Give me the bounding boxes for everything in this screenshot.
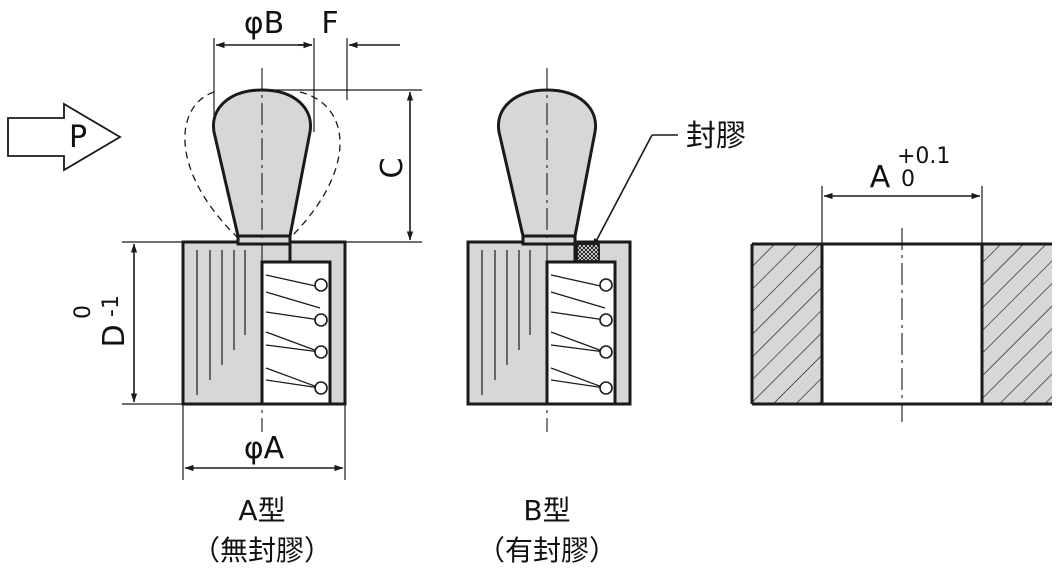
dim-a-hole-label: A	[870, 160, 891, 195]
force-label: P	[69, 120, 87, 155]
hole-wall-left	[752, 244, 822, 404]
spring	[265, 274, 328, 395]
dim-d-lower: -1	[99, 295, 124, 317]
spring-b	[550, 274, 613, 395]
force-arrow: P	[7, 102, 122, 172]
caption-type-b: B型	[523, 494, 570, 527]
caption-type-a-note: （無封膠）	[192, 534, 332, 567]
dim-c-label: C	[375, 158, 410, 179]
type-a-plunger	[181, 68, 347, 432]
neck-b	[521, 234, 577, 246]
dim-d-label: D	[97, 324, 132, 347]
knob-b	[497, 88, 597, 238]
dim-f-label: F	[321, 6, 338, 41]
dim-a: φA	[182, 404, 346, 480]
tilt-outline-right	[289, 91, 341, 239]
tol-lower: 0	[901, 167, 915, 192]
tol-upper: +0.1	[897, 144, 950, 169]
seal-leader: 封膠	[592, 119, 746, 248]
seal-label: 封膠	[686, 119, 746, 154]
seal-ring	[576, 243, 600, 262]
hole-wall-right	[982, 244, 1052, 404]
dim-d: D 0 -1	[71, 241, 183, 405]
knurl-lines-b	[481, 250, 531, 395]
dim-a-label: φA	[244, 431, 285, 466]
caption-type-a: A型	[238, 494, 285, 527]
dim-b-label: φB	[244, 6, 284, 41]
type-b-plunger	[466, 68, 632, 432]
caption-type-b-note: （有封膠）	[477, 534, 617, 567]
mounting-hole: A +0.1 0	[750, 144, 1052, 422]
neck	[236, 234, 292, 246]
tilt-outline-left	[184, 91, 239, 239]
dim-d-upper: 0	[71, 305, 96, 319]
dim-b-f: φB F	[213, 6, 400, 132]
knurl-lines	[196, 250, 246, 395]
dim-c: C	[262, 89, 422, 243]
